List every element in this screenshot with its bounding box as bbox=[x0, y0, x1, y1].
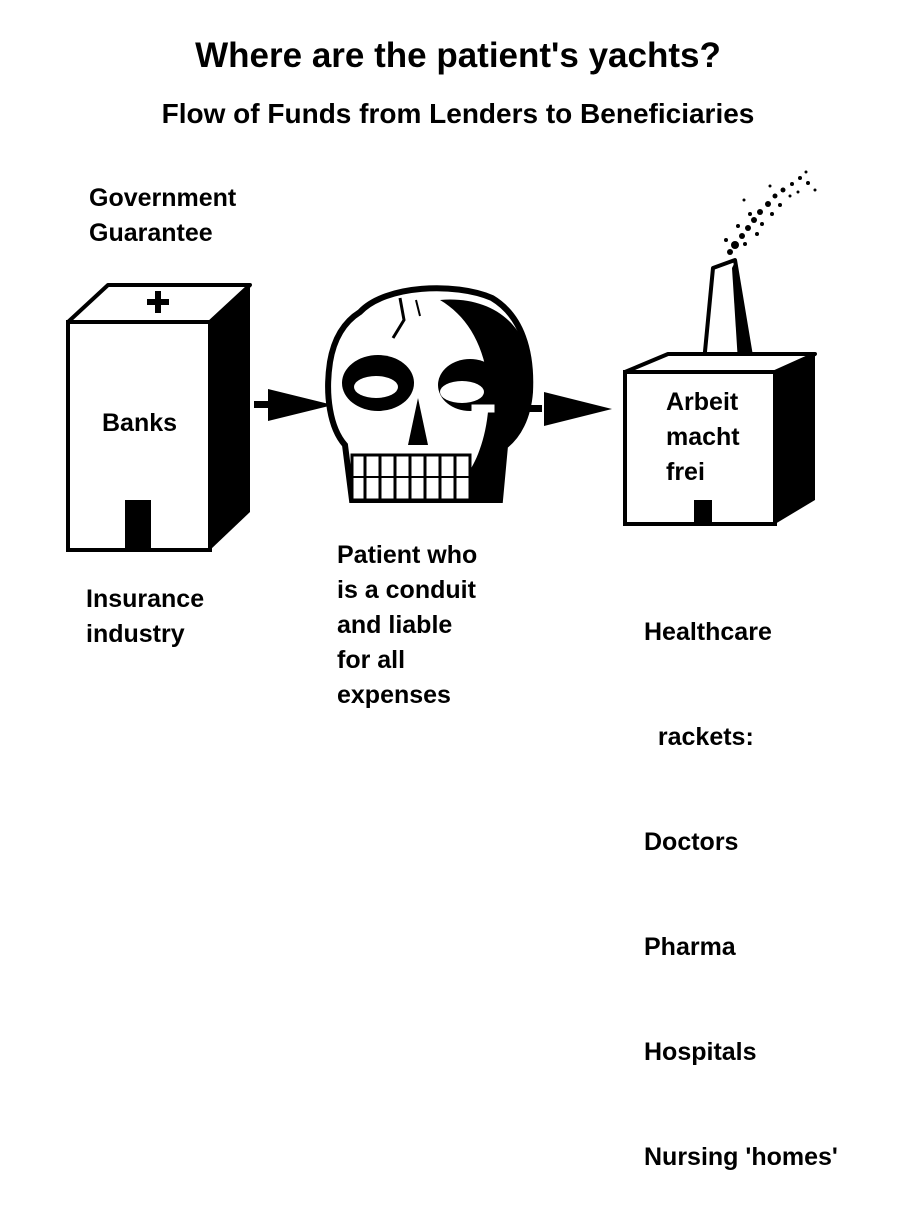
insurance-label: Insurance industry bbox=[86, 585, 205, 648]
page-subtitle: Flow of Funds from Lenders to Beneficiar… bbox=[161, 98, 755, 129]
flow-diagram bbox=[66, 170, 817, 552]
bank-building-icon bbox=[66, 283, 252, 552]
beneficiaries-label: Healthcare rackets: Doctors Pharma Hospi… bbox=[644, 618, 838, 1171]
patient-label: Patient who is a conduit and liable for … bbox=[337, 541, 478, 709]
page-title: Where are the patient's yachts? bbox=[195, 36, 721, 75]
arrow-bank-to-patient bbox=[226, 389, 333, 421]
smoke-icon bbox=[724, 170, 817, 255]
skull-icon bbox=[325, 285, 534, 503]
factory-icon bbox=[623, 170, 817, 526]
factory-sign: Arbeit macht frei bbox=[666, 388, 740, 486]
arrow-patient-to-factory bbox=[471, 392, 612, 426]
banks-label: Banks bbox=[102, 409, 178, 437]
guarantee-label: Government Guarantee bbox=[89, 184, 237, 247]
